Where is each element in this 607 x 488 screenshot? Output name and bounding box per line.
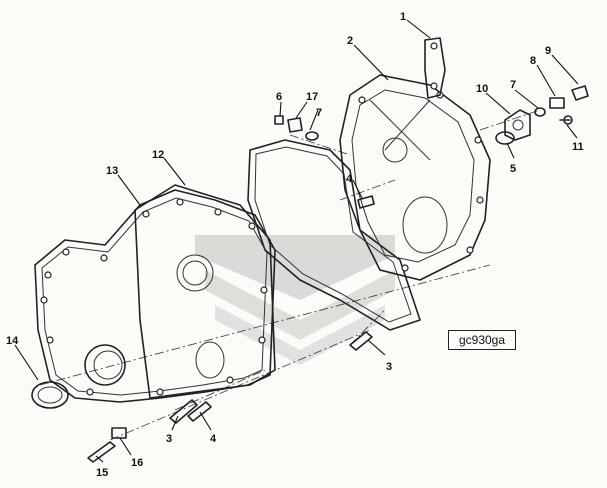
callout-5: 5: [510, 163, 516, 175]
callout-17: 17: [306, 91, 318, 103]
callout-leaders: [14, 19, 579, 463]
callout-3a: 3: [386, 361, 392, 373]
callout-11: 11: [572, 141, 584, 153]
lifting-bracket: [424, 37, 446, 99]
callout-16: 16: [131, 457, 143, 469]
callout-12: 12: [152, 149, 164, 161]
callout-6: 6: [276, 91, 282, 103]
callout-3b: 3: [166, 433, 172, 445]
callout-labels: 1 2 3 3 4 4 5 6 7 7 8 9 10 11 12 13 14 1…: [6, 11, 584, 479]
callout-1: 1: [400, 11, 406, 23]
callout-4b: 4: [210, 433, 217, 445]
callout-8: 8: [530, 55, 536, 67]
crankshaft-oil-seal: [31, 344, 126, 409]
front-cover: [134, 184, 276, 399]
front-cover-gasket: [34, 189, 276, 403]
small-fittings-right: [495, 85, 589, 145]
callout-10: 10: [476, 83, 488, 95]
callout-2: 2: [347, 35, 353, 47]
small-fittings-left: [274, 115, 319, 141]
callout-7a: 7: [316, 107, 322, 119]
callout-14: 14: [6, 335, 19, 347]
callout-9: 9: [545, 45, 551, 57]
callout-4a: 4: [346, 173, 353, 185]
gasket-bolt-holes: [40, 198, 268, 396]
callout-7b: 7: [510, 79, 516, 91]
bolts: [87, 195, 375, 463]
figure-code-label: gc930ga: [448, 330, 516, 350]
housing-gasket: [247, 139, 421, 331]
callout-13: 13: [106, 165, 118, 177]
watermark-logo: [195, 235, 395, 365]
callout-15: 15: [96, 467, 108, 479]
